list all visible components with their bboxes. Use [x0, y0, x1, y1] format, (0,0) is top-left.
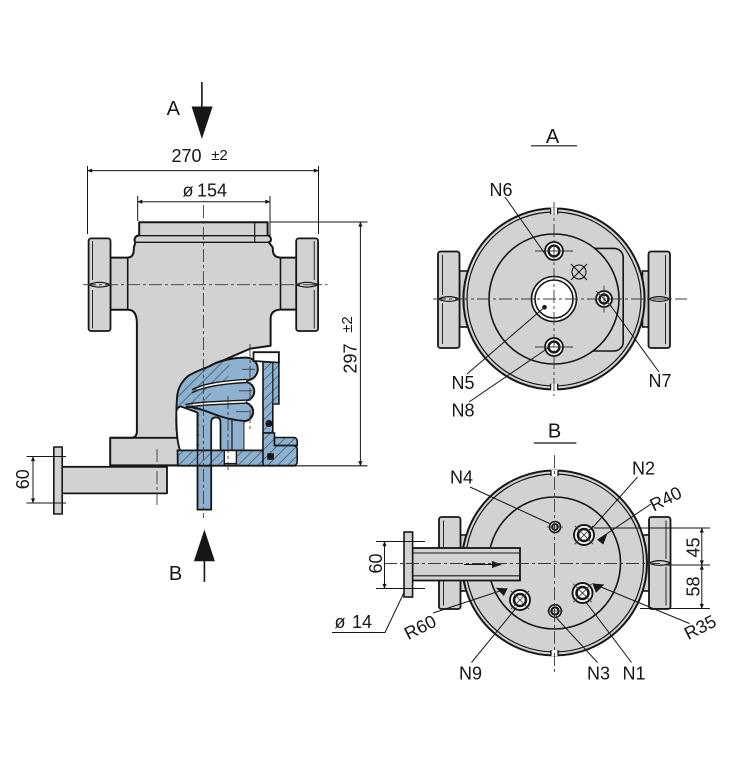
svg-text:N7: N7	[648, 371, 671, 391]
svg-text:270: 270	[171, 146, 201, 166]
svg-text:R35: R35	[681, 611, 720, 644]
svg-text:N4: N4	[450, 468, 473, 488]
svg-text:R60: R60	[401, 611, 440, 644]
svg-text:N5: N5	[451, 373, 474, 393]
svg-text:60: 60	[366, 553, 386, 573]
svg-text:A: A	[167, 98, 181, 120]
svg-text:60: 60	[13, 469, 33, 489]
svg-text:58: 58	[684, 576, 704, 596]
svg-text:ø: ø	[335, 612, 346, 632]
svg-text:14: 14	[352, 612, 372, 632]
svg-text:N2: N2	[632, 459, 655, 479]
svg-text:N8: N8	[451, 401, 474, 421]
svg-text:A: A	[546, 126, 560, 148]
svg-text:N3: N3	[587, 664, 610, 684]
svg-text:B: B	[548, 421, 561, 443]
svg-text:±2: ±2	[211, 147, 228, 164]
svg-text:N6: N6	[489, 180, 512, 200]
svg-text:297: 297	[341, 343, 361, 373]
svg-text:154: 154	[197, 181, 227, 201]
svg-text:ø: ø	[183, 181, 194, 201]
svg-text:R40: R40	[646, 483, 685, 516]
svg-text:N9: N9	[459, 664, 482, 684]
svg-text:B: B	[169, 563, 182, 585]
svg-text:45: 45	[684, 537, 704, 557]
svg-text:N1: N1	[622, 664, 645, 684]
svg-text:±2: ±2	[339, 316, 356, 333]
